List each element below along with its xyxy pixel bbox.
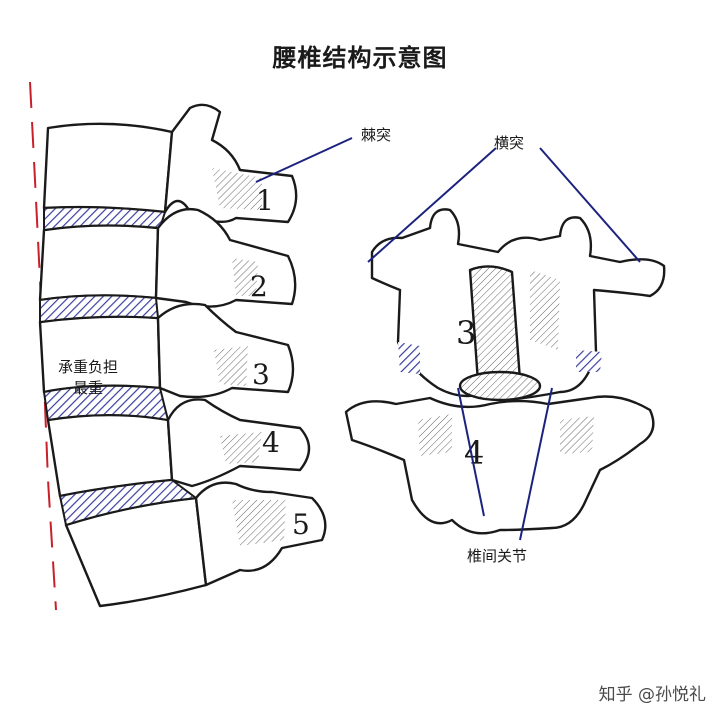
spinous-pointer-line [255,137,353,183]
transverse-pointer-right [539,147,641,263]
posterior-arch-l1 [163,103,298,224]
vertebra-number-5: 5 [292,508,310,541]
intervertebral-disc-2 [39,294,159,323]
back-vertebra-l4 [344,395,655,535]
side-view-spine [38,103,327,608]
vertebra-number-3: 3 [252,358,270,391]
page-title: 腰椎结构示意图 [272,44,448,72]
vertebra-number-2: 2 [250,270,268,303]
back-view-spine [344,208,666,535]
label-facet-joint: 椎间关节 [467,547,528,565]
label-load-bearing: 承重负担 最重 [58,357,118,399]
back-vertebra-number-3: 3 [456,314,476,352]
intervertebral-disc-1 [43,206,166,231]
label-load-line1: 承重负担 [58,358,119,376]
label-load-line2: 最重 [72,379,103,397]
label-transverse-process: 横突 [494,134,525,152]
side-vertebra-numbers: 1 2 3 4 5 [250,184,310,541]
posterior-arch-l2 [154,207,297,308]
facet-pointer-right [519,387,553,541]
watermark: 知乎 @孙悦礼 [598,685,706,705]
label-spinous-process: 棘突 [361,126,392,144]
vertebral-body-l1 [42,122,174,214]
vertebra-number-4: 4 [262,426,280,459]
vertebral-body-l2 [38,224,160,302]
vertebra-number-1: 1 [256,184,274,217]
transverse-pointer-left [367,147,497,263]
facet-pointer-left [457,387,485,517]
pointer-lines [255,137,641,541]
